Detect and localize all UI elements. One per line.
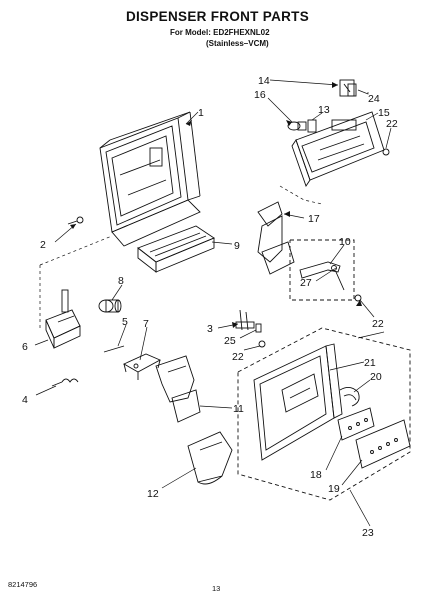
- part-bulb-16: [287, 121, 307, 131]
- callout-22c: 22: [232, 351, 244, 363]
- part-socket-13: [307, 119, 317, 133]
- part-screw-2: [67, 216, 84, 225]
- part-control-bezel: [355, 419, 411, 469]
- part-actuator: [98, 299, 122, 313]
- page-number: 13: [212, 584, 221, 593]
- part-screw-22a: [382, 148, 390, 156]
- callout-25: 25: [224, 335, 236, 347]
- callout-18: 18: [310, 469, 322, 481]
- callout-9: 9: [234, 240, 240, 252]
- callout-4: 4: [22, 394, 28, 406]
- callout-27: 27: [300, 277, 312, 289]
- doc-number: 8214796: [8, 580, 38, 589]
- callout-8: 8: [118, 275, 124, 287]
- part-screw-22b: [354, 294, 362, 302]
- callout-22a: 22: [386, 118, 398, 130]
- callout-21: 21: [364, 357, 376, 369]
- callout-24: 24: [368, 93, 380, 105]
- callout-22b: 22: [372, 318, 384, 330]
- callout-20: 20: [370, 371, 382, 383]
- variant-label: (Stainless–VCM): [206, 39, 269, 48]
- part-clip-25: [255, 323, 262, 333]
- part-clip-24: [347, 83, 357, 97]
- part-housing-frame: [99, 111, 201, 247]
- assembly-outline-23: [237, 327, 411, 501]
- part-bracket-14: [339, 79, 355, 97]
- part-control-board: [337, 407, 375, 441]
- part-drip-tray: [137, 225, 215, 273]
- callout-10: 10: [339, 236, 351, 248]
- part-switch-bracket: [45, 289, 81, 349]
- callout-15: 15: [378, 107, 390, 119]
- model-label: For Model: ED2FHEXNL02: [170, 28, 270, 37]
- part-front-panel: [253, 343, 343, 461]
- callout-13: 13: [318, 104, 330, 116]
- part-pin: [103, 345, 125, 353]
- callout-5: 5: [122, 316, 128, 328]
- leader-lines: [34, 79, 392, 527]
- callout-1: 1: [198, 107, 204, 119]
- part-lever-10: [299, 261, 345, 291]
- callout-16: 16: [254, 89, 266, 101]
- part-funnel: [187, 431, 233, 485]
- callout-19: 19: [328, 483, 340, 495]
- callout-11: 11: [233, 403, 244, 415]
- callout-7: 7: [143, 318, 149, 330]
- callout-12: 12: [147, 488, 159, 500]
- part-wire-harness: [339, 387, 360, 407]
- arrowheads: [70, 82, 362, 328]
- callout-2: 2: [40, 239, 46, 251]
- part-switch-3: [235, 309, 255, 331]
- callout-14: 14: [258, 75, 270, 87]
- part-screw-22c: [258, 340, 266, 348]
- part-actuator-arm: [155, 355, 201, 423]
- callout-6: 6: [22, 341, 28, 353]
- dashed-connectors: [39, 185, 323, 330]
- callout-17: 17: [308, 213, 320, 225]
- page-title: DISPENSER FRONT PARTS: [125, 9, 310, 24]
- part-spring: [51, 378, 79, 387]
- part-ice-door-arm: [257, 201, 295, 275]
- callout-23: 23: [362, 527, 374, 539]
- part-lever-bracket: [123, 353, 162, 380]
- callout-3: 3: [207, 323, 213, 335]
